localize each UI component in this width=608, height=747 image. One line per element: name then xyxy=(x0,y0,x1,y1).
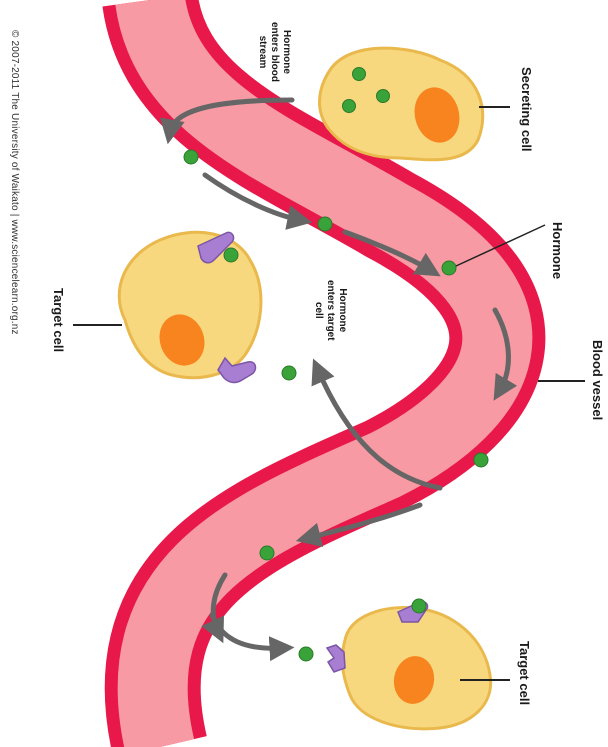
label-blood-vessel: Blood vessel xyxy=(589,340,605,420)
bound-hormone-top-1 xyxy=(224,248,238,262)
secreting-cell-hormone-3 xyxy=(343,100,356,113)
label-target-cell-bottom: Target cell xyxy=(516,641,532,705)
label-hormone: Hormone xyxy=(549,222,565,279)
hormone-in-vessel-1 xyxy=(184,150,198,164)
secreting-cell-hormone-1 xyxy=(353,68,366,81)
hormone-in-vessel-2 xyxy=(318,217,332,231)
arrow-to-bottom-target-cell xyxy=(212,615,282,648)
label-secreting-cell: Secreting cell xyxy=(518,67,534,152)
hormone-in-vessel-4 xyxy=(474,453,488,467)
label-hormone-enters-blood-stream: Hormone enters blood stream xyxy=(256,22,292,82)
bound-hormone-bottom xyxy=(412,599,426,613)
hormone-in-vessel-3 xyxy=(442,261,456,275)
free-hormone-near-bottom xyxy=(299,647,313,661)
secreting-cell-hormone-2 xyxy=(377,90,390,103)
free-hormone-near-top xyxy=(282,366,296,380)
copyright-text: © 2007-2011 The University of Waikato | … xyxy=(9,30,20,335)
label-target-cell-top: Target cell xyxy=(50,288,66,352)
hormone-in-vessel-5 xyxy=(260,546,274,560)
label-hormone-enters-target-cell: Hormone enters target cell xyxy=(312,280,348,341)
